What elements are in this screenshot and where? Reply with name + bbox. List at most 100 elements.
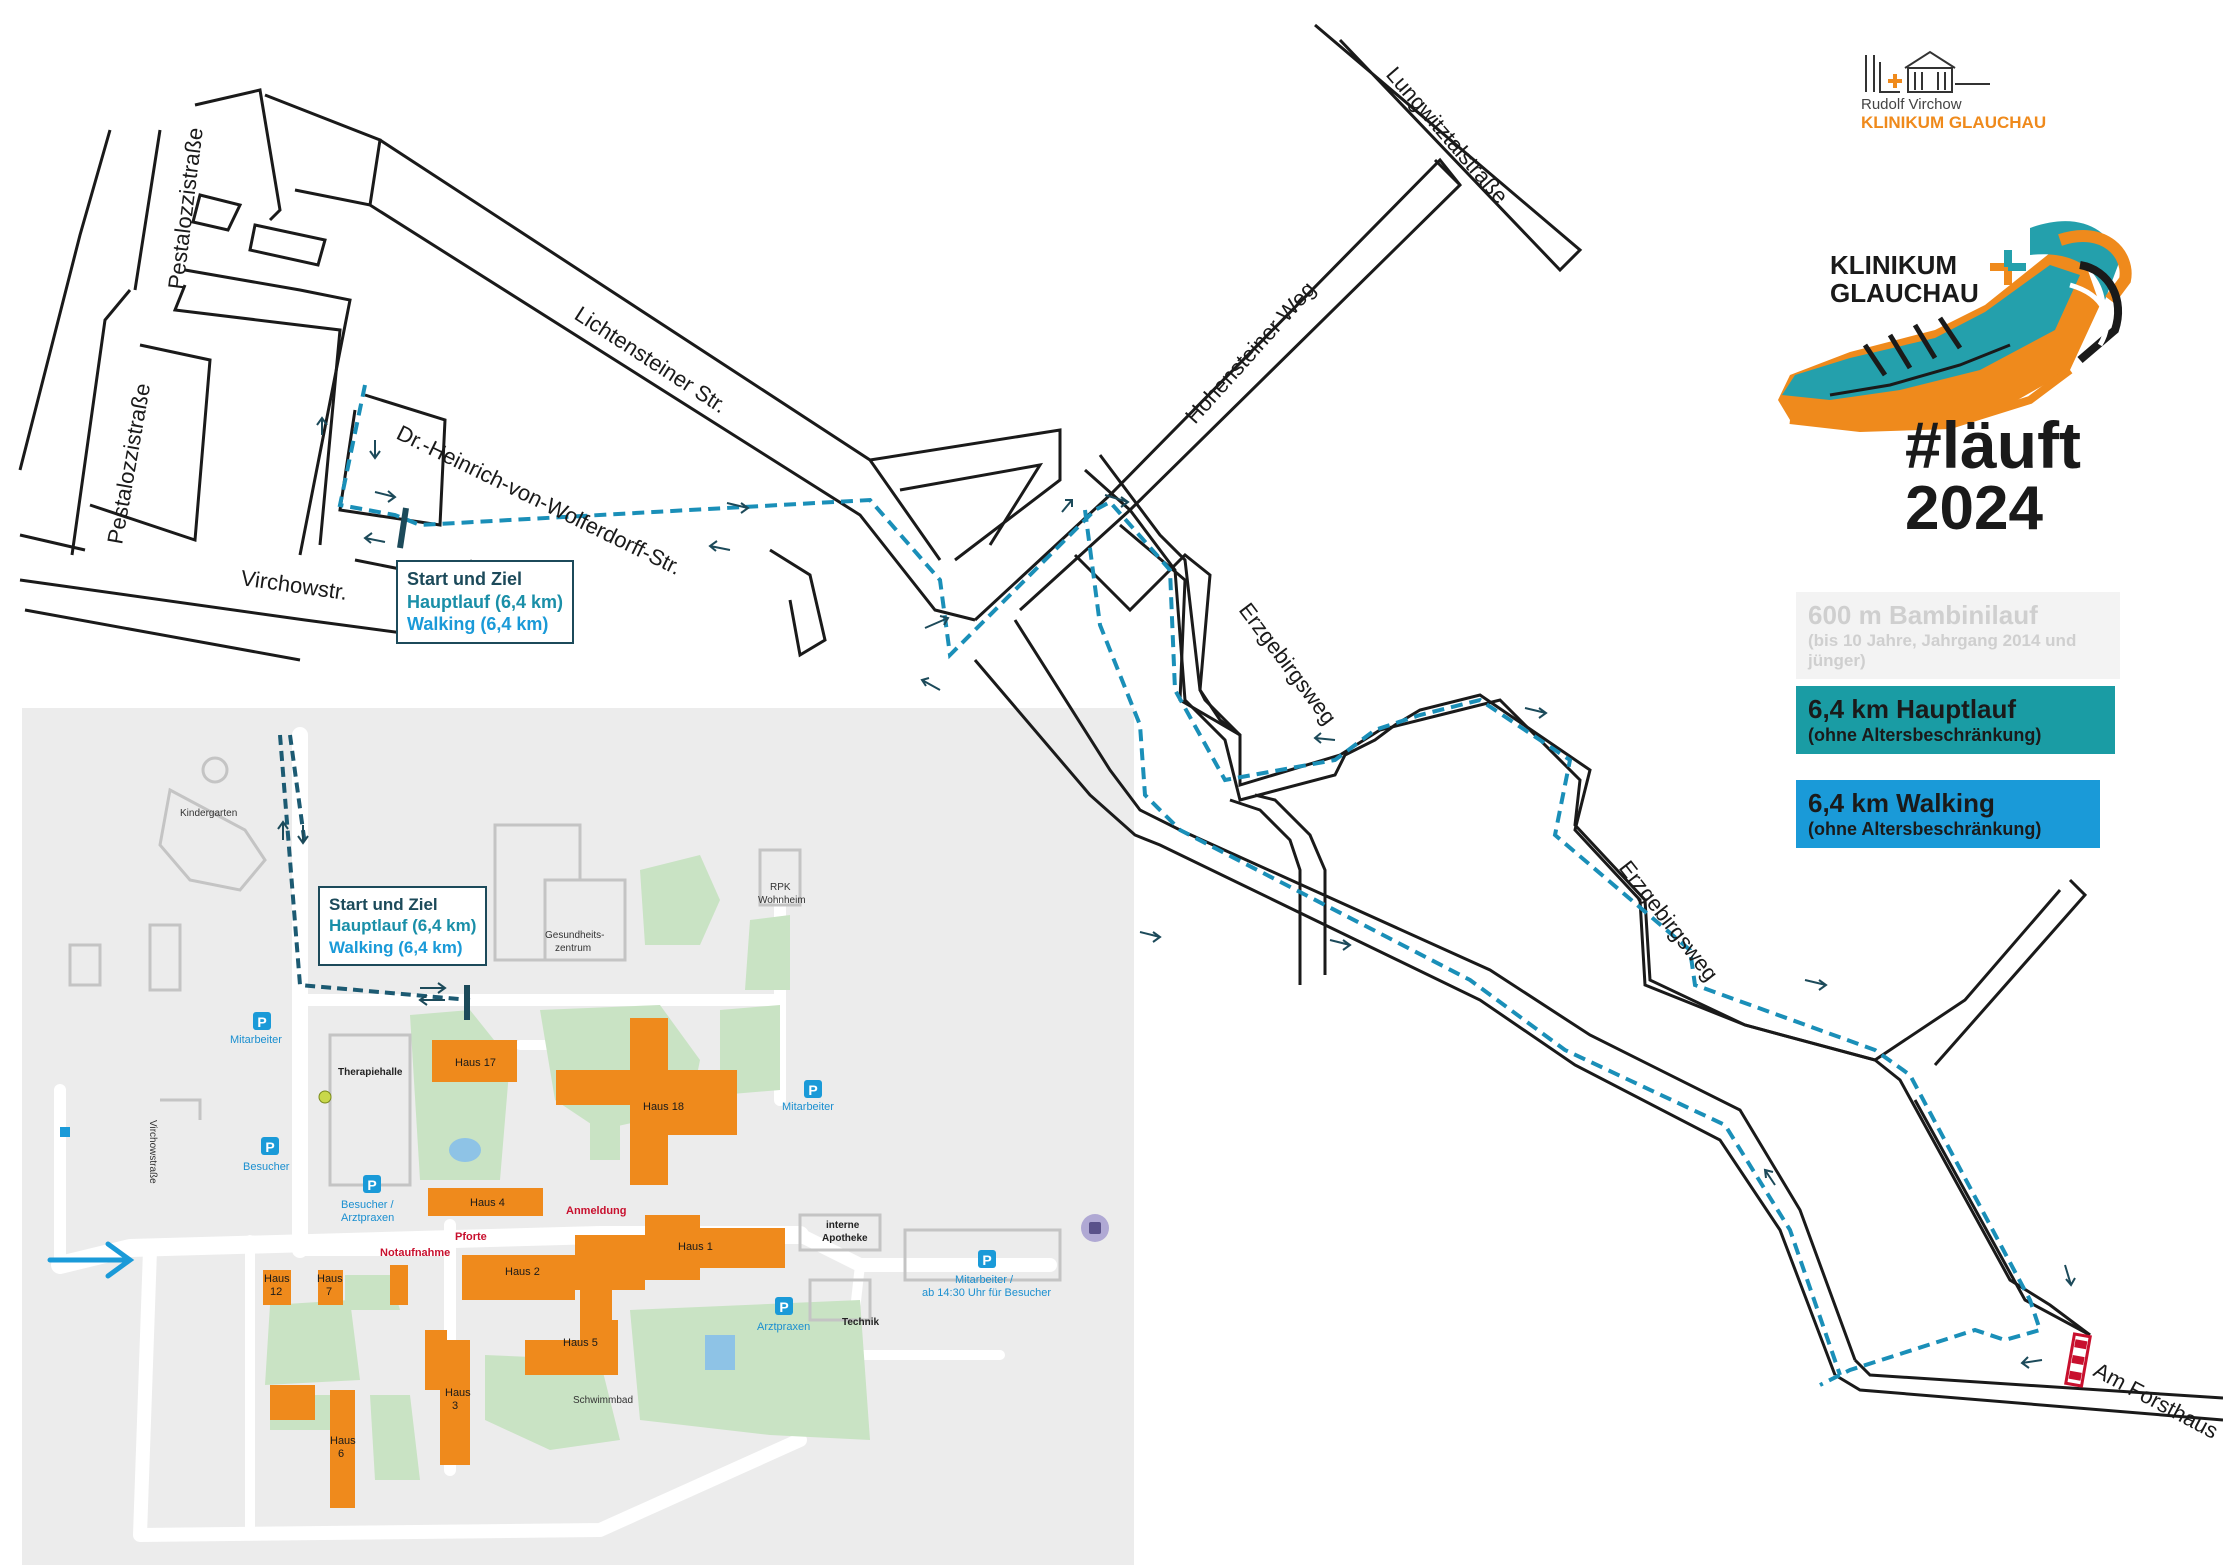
- street-am-forsthaus: Am Forsthaus: [2090, 1357, 2223, 1443]
- legend-hauptlauf-sub: (ohne Altersbeschränkung): [1808, 725, 2042, 745]
- running-shoe-graphic: [1778, 221, 2132, 433]
- erzgebirgsweg-road: [1084, 454, 1876, 1062]
- start-finish-title: Start und Ziel: [407, 569, 523, 589]
- legend-walking-sub: (ohne Altersbeschränkung): [1808, 819, 2042, 839]
- building-haus-6b: [270, 1385, 315, 1420]
- building-haus-7: [318, 1270, 343, 1305]
- label-rpk: RPK: [770, 882, 791, 893]
- label-technik: Technik: [842, 1317, 879, 1328]
- svg-text:P: P: [779, 1299, 788, 1315]
- event-brand-line1: KLINIKUM: [1830, 250, 1958, 280]
- label-haus-7-a: Haus: [317, 1273, 343, 1285]
- campus-buildings: [263, 1018, 785, 1508]
- campus-arrow-right: [420, 982, 447, 994]
- info-icon: [318, 1090, 332, 1104]
- label-mitarbeiter-right: Mitarbeiter: [782, 1101, 834, 1113]
- streets-outline: [18, 23, 2223, 1422]
- label-besucher: Besucher: [243, 1161, 290, 1173]
- label-haus-17: Haus 17: [455, 1057, 496, 1069]
- label-arztpraxen: Arztpraxen: [757, 1321, 810, 1333]
- svg-text:P: P: [808, 1082, 817, 1098]
- label-notaufnahme: Notaufnahme: [380, 1247, 450, 1259]
- street-lungwitztal: Lungwitztalstraße: [1381, 62, 1513, 209]
- building-haus-2-extra: [575, 1235, 645, 1290]
- building-haus-12: [263, 1270, 291, 1305]
- campus-arrow-up: [277, 820, 289, 840]
- parking-signs: [253, 1012, 996, 1315]
- label-therapiehalle: Therapiehalle: [338, 1067, 403, 1078]
- label-haus-7-b: 7: [326, 1286, 332, 1298]
- street-lichtensteiner: Lichtensteiner Str.: [570, 301, 731, 418]
- label-haus-2: Haus 2: [505, 1266, 540, 1278]
- label-gesundheit-1: Gesundheits-: [545, 930, 604, 941]
- bus-stop-icon: [60, 1127, 70, 1137]
- building-haus-17: [432, 1040, 517, 1082]
- campus-start-finish-box: Start und Ziel Hauptlauf (6,4 km) Walkin…: [318, 886, 488, 966]
- legend-hauptlauf-title: 6,4 km Hauptlauf: [1808, 694, 2017, 724]
- label-haus-18: Haus 18: [643, 1101, 684, 1113]
- campus-outline-buildings: [68, 756, 1062, 1322]
- virchow-logo-text-2: KLINIKUM GLAUCHAU: [1861, 113, 2047, 132]
- building-haus-6: [330, 1390, 355, 1508]
- label-mitarbeiter-left: Mitarbeiter: [230, 1034, 282, 1046]
- event-year: 2024: [1905, 474, 2043, 543]
- label-virchowstrasse-inset: Virchowstraße: [147, 1120, 158, 1184]
- legend-hauptlauf: 6,4 km Hauptlauf (ohne Altersbeschränkun…: [1796, 686, 2115, 754]
- pond-small: [449, 1138, 481, 1162]
- label-pforte: Pforte: [455, 1231, 487, 1243]
- label-schwimmbad: Schwimmbad: [573, 1395, 633, 1406]
- label-mitarbeiter-besucher-1: Mitarbeiter /: [955, 1274, 1014, 1286]
- legend-walking-title: 6,4 km Walking: [1808, 788, 1995, 818]
- campus-route: [278, 734, 471, 1002]
- start-finish-box: Start und Ziel Hauptlauf (6,4 km) Walkin…: [396, 560, 575, 644]
- campus-start-finish-haupt: Hauptlauf (6,4 km): [329, 916, 477, 936]
- building-haus-4: [428, 1188, 543, 1216]
- event-hashtag: #läuft: [1905, 408, 2082, 482]
- campus-start-finish-walking: Walking (6,4 km): [329, 937, 463, 957]
- building-small-orange: [390, 1265, 408, 1305]
- building-haus-2: [462, 1255, 575, 1300]
- label-haus-1: Haus 1: [678, 1241, 713, 1253]
- label-haus-3-b: 3: [452, 1400, 458, 1412]
- event-logo-cross-teal: [2004, 250, 2026, 271]
- label-anmeldung: Anmeldung: [566, 1205, 627, 1217]
- start-bar: [397, 507, 409, 549]
- street-erzgebirgsweg-1: Erzgebirgsweg: [1234, 598, 1342, 729]
- virchow-logo-text-1: Rudolf Virchow: [1861, 96, 1962, 113]
- parking-letters: P P P P P P: [257, 1014, 991, 1315]
- label-haus-12-b: 12: [270, 1286, 282, 1298]
- finish-line: [2064, 1332, 2092, 1388]
- label-haus-6-b: 6: [338, 1448, 344, 1460]
- campus-arrow-down: [297, 825, 309, 845]
- street-wolferdorff: Dr.-Heinrich-von-Wolferdorff-Str.: [393, 420, 686, 580]
- event-brand-line2: GLAUCHAU: [1830, 278, 1979, 308]
- street-erzgebirgsweg-2: Erzgebirgsweg: [1614, 856, 1723, 986]
- label-kindergarten: Kindergarten: [180, 808, 237, 819]
- label-haus-6-a: Haus: [330, 1435, 356, 1447]
- label-haus-5: Haus 5: [563, 1337, 598, 1349]
- svg-text:P: P: [265, 1139, 274, 1155]
- building-haus-5: [525, 1290, 618, 1375]
- legend-bambini-sub: (bis 10 Jahre, Jahrgang 2014 und jünger): [1808, 631, 2077, 670]
- label-besucher-arzt-1: Besucher /: [341, 1199, 395, 1211]
- campus-arrow-left: [418, 994, 445, 1006]
- street-pestalozzi-2: Pestalozzistraße: [102, 381, 155, 545]
- svg-text:P: P: [367, 1177, 376, 1193]
- label-interne-2: Apotheke: [822, 1233, 868, 1244]
- virchow-logo-mark: [1865, 50, 1990, 93]
- street-pestalozzi-1: Pestalozzistraße: [163, 126, 208, 290]
- legend-bambini-title: 600 m Bambinilauf: [1808, 600, 2038, 630]
- legend-walking: 6,4 km Walking (ohne Altersbeschränkung): [1796, 780, 2100, 848]
- street-hohensteiner: Hohensteiner Weg: [1180, 277, 1320, 429]
- label-interne-1: interne: [826, 1220, 860, 1231]
- campus-start-finish-title: Start und Ziel: [329, 895, 438, 914]
- building-haus-3: [425, 1330, 470, 1465]
- tram-icon-inner: [1089, 1222, 1101, 1234]
- start-finish-walking: Walking (6,4 km): [407, 614, 549, 634]
- route-arrows: [316, 416, 2076, 1369]
- label-mitarbeiter-besucher-2: ab 14:30 Uhr für Besucher: [922, 1287, 1051, 1299]
- building-haus-18: [556, 1018, 737, 1185]
- start-finish-haupt: Hauptlauf (6,4 km): [407, 591, 564, 612]
- label-haus-4: Haus 4: [470, 1197, 505, 1209]
